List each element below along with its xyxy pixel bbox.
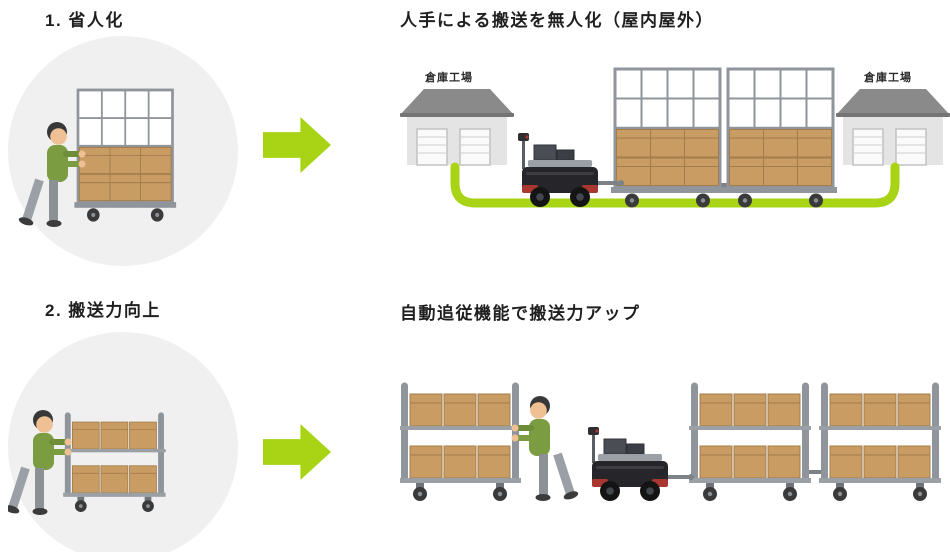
warehouse-left-label: 倉庫工場 [424, 70, 473, 84]
manual-shelf-cart [62, 411, 167, 513]
towed-cart-1 [609, 67, 726, 209]
agv-robot-icon [517, 132, 625, 208]
worker-icon [17, 122, 86, 228]
worker-icon [511, 396, 580, 502]
section-2-result-title: 自動追従機能で搬送力アップ [400, 304, 641, 323]
towed-cart-2 [722, 67, 839, 209]
transport-route-path [450, 162, 900, 208]
towed-cart-1 [688, 382, 812, 502]
pushed-cart [400, 382, 522, 502]
unmanned-transport-scene: 倉庫工場 倉庫工場 [400, 67, 950, 209]
towed-cart-2 [818, 382, 942, 502]
section-1-before-illustration [8, 36, 238, 266]
arrow-right-icon [263, 424, 331, 480]
worker-pushing-tall-cart-illustration [17, 88, 178, 228]
warehouse-right-label: 倉庫工場 [863, 70, 912, 84]
manual-tall-cart [72, 88, 178, 224]
section-2-title: 2. 搬送力向上 [45, 301, 161, 320]
section-1-title: 1. 省人化 [45, 11, 124, 30]
worker-pushing-shelf-cart-illustration [8, 410, 167, 516]
worker-icon [8, 410, 72, 516]
cart-hitch [806, 470, 824, 474]
warehouse-right [835, 88, 950, 166]
auto-follow-scene [400, 382, 942, 502]
agv-robot-icon [587, 426, 695, 502]
section-1-result-title: 人手による搬送を無人化（屋内屋外） [400, 11, 714, 30]
arrow-right-icon [263, 117, 331, 173]
section-2-before-illustration [8, 332, 238, 552]
warehouse-left [400, 88, 515, 166]
cart-hitch [718, 183, 730, 187]
